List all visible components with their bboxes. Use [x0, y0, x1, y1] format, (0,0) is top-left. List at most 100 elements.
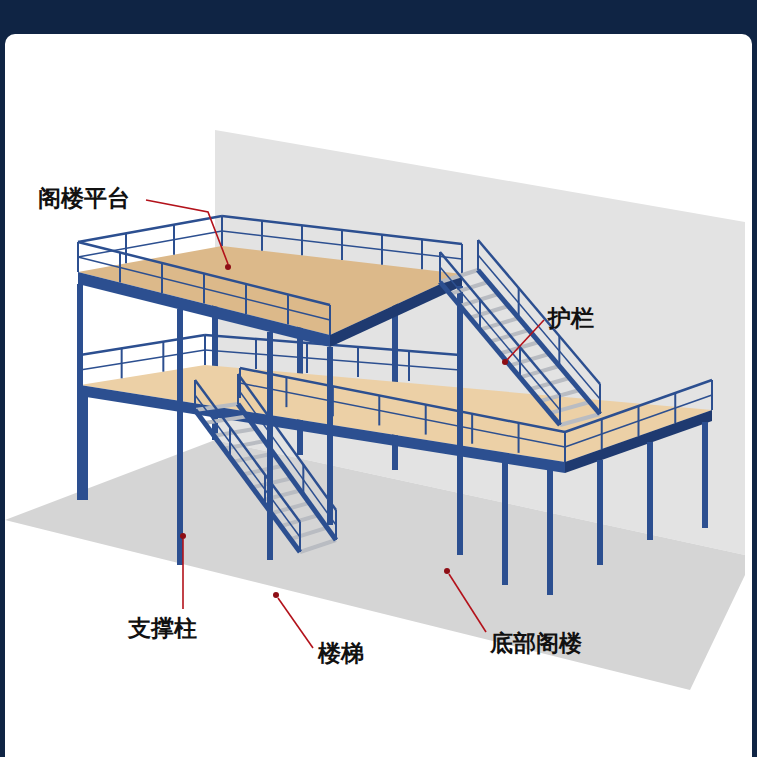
stair-stringer — [478, 270, 600, 414]
rail-post — [162, 342, 164, 372]
rail-post — [329, 305, 331, 335]
support-column — [547, 468, 553, 595]
leader-line — [507, 320, 544, 360]
rail-post — [601, 419, 603, 449]
leader-line — [146, 200, 228, 264]
rail-post — [302, 465, 304, 495]
stair-stringer — [440, 282, 560, 425]
rail-post — [599, 384, 601, 414]
guard-rail — [238, 374, 336, 510]
guard-rail — [80, 350, 205, 370]
rail-post — [479, 300, 481, 330]
rail-post — [125, 233, 127, 263]
rail-post — [173, 225, 175, 255]
rail-post — [221, 216, 223, 246]
support-column — [77, 284, 83, 500]
rail-post — [121, 348, 123, 378]
support-column — [502, 458, 508, 585]
rail-post — [245, 284, 247, 314]
stair-stringer — [195, 410, 300, 552]
guard-rail — [78, 257, 330, 320]
leader-dot — [273, 592, 279, 598]
rail-post — [203, 274, 205, 304]
support-column — [177, 309, 183, 565]
mezzanine-structure — [78, 216, 712, 595]
leader-lines — [146, 200, 544, 648]
guard-rail — [78, 242, 330, 305]
rail-post — [674, 393, 676, 423]
guard-rail — [195, 395, 300, 537]
guard-rail — [478, 255, 600, 399]
part-label: 护栏 — [548, 305, 594, 333]
support-column — [457, 286, 463, 555]
rail-post — [285, 377, 287, 407]
stair-tread — [300, 540, 336, 552]
stair-tread — [290, 528, 327, 539]
rail-post — [519, 347, 521, 377]
panel — [5, 34, 752, 757]
guard-rail — [80, 335, 205, 355]
support-column — [647, 442, 653, 540]
rail-post — [119, 253, 121, 283]
rail-post — [564, 432, 566, 462]
rail-post — [518, 423, 520, 453]
rail-post — [204, 335, 206, 365]
rail-post — [194, 380, 196, 410]
rail-post — [518, 288, 520, 318]
leader-dot — [444, 568, 450, 574]
rail-post — [559, 395, 561, 425]
rail-post — [261, 221, 263, 251]
rail-post — [471, 414, 473, 444]
rail-post — [301, 225, 303, 255]
rail-post — [558, 336, 560, 366]
guard-rail — [222, 231, 462, 259]
stair-tread — [550, 402, 590, 413]
support-column — [702, 422, 708, 528]
rail-post — [161, 263, 163, 293]
support-column — [327, 347, 333, 525]
rail-post — [255, 339, 257, 369]
part-label: 阁楼平台 — [38, 185, 130, 213]
rail-post — [564, 432, 566, 462]
leader-line — [278, 598, 313, 648]
leader-dot — [180, 533, 186, 539]
rail-post — [335, 510, 337, 540]
rail-post — [229, 427, 231, 457]
part-label: 底部阁楼 — [490, 630, 582, 658]
rail-post — [264, 475, 266, 505]
deck-beam — [78, 272, 330, 347]
leader-line — [182, 539, 184, 609]
support-column — [597, 460, 603, 565]
guard-rail — [240, 368, 565, 432]
rail-post — [421, 239, 423, 269]
rail-post — [408, 351, 410, 381]
guard-rail — [240, 383, 565, 447]
deck-beam — [80, 385, 565, 473]
support-column — [267, 332, 273, 560]
part-label: 支撑柱 — [128, 615, 197, 643]
rail-post — [439, 252, 441, 282]
leader-line — [449, 574, 486, 632]
rail-post — [638, 406, 640, 436]
rail-post — [357, 347, 359, 377]
rail-post — [77, 242, 79, 272]
guard-rail — [440, 267, 560, 410]
rail-post — [221, 216, 223, 246]
leader-dot — [502, 359, 508, 365]
leader-dot — [225, 264, 231, 270]
rail-post — [204, 335, 206, 365]
rail-post — [378, 395, 380, 425]
rail-post — [477, 240, 479, 270]
rail-post — [711, 380, 713, 410]
guard-rail — [478, 240, 600, 384]
guard-rail — [440, 252, 560, 395]
rail-post — [341, 230, 343, 260]
rail-post — [287, 295, 289, 325]
guard-rail — [78, 216, 222, 242]
rail-post — [237, 374, 239, 404]
rail-post — [306, 343, 308, 373]
floor — [5, 440, 745, 690]
guard-rail — [238, 389, 336, 525]
part-label: 楼梯 — [318, 640, 364, 668]
